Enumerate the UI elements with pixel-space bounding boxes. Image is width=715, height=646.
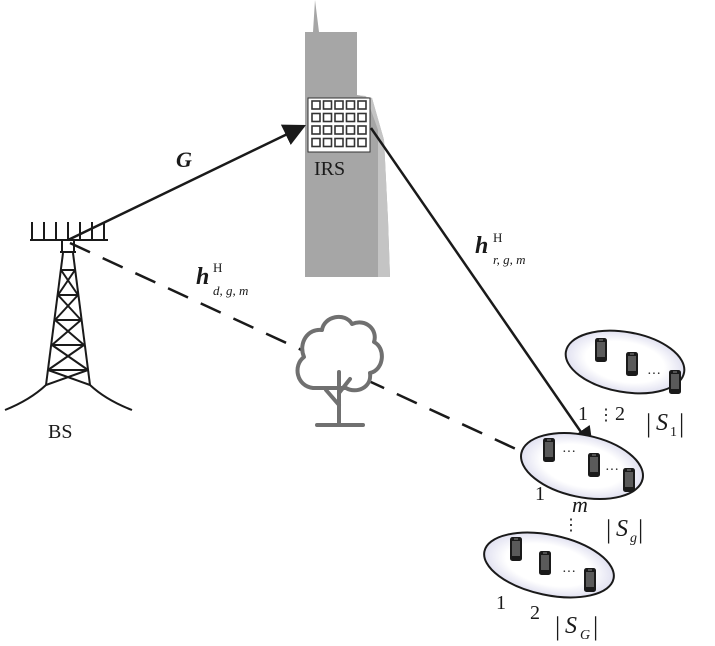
h-r-subscript: r, g, m bbox=[493, 252, 526, 267]
h-d-hermitian: H bbox=[213, 260, 222, 275]
phone-icon bbox=[584, 568, 596, 592]
irs-element bbox=[345, 125, 356, 135]
irs-element bbox=[322, 100, 333, 110]
user-m-label: m bbox=[572, 492, 588, 517]
svg-text:g: g bbox=[630, 531, 637, 546]
irs-element bbox=[357, 100, 367, 110]
irs-element bbox=[345, 100, 356, 110]
svg-text:G: G bbox=[580, 628, 590, 643]
channel-h-d-label: h H d, g, m bbox=[196, 260, 248, 298]
groupg-hdots-right: ··· bbox=[605, 463, 619, 478]
irs-element bbox=[345, 137, 356, 148]
building-icon bbox=[305, 0, 390, 277]
phone-icon bbox=[543, 438, 555, 462]
irs-element bbox=[357, 137, 367, 148]
irs-element bbox=[311, 137, 321, 148]
phone-icon bbox=[623, 468, 635, 492]
svg-text:|: | bbox=[679, 409, 684, 438]
svg-text:S: S bbox=[565, 613, 577, 639]
groupg-size-label: | S g | bbox=[606, 515, 643, 546]
link-h-r-arrow bbox=[369, 127, 594, 450]
irs-element bbox=[334, 112, 344, 123]
svg-text:|: | bbox=[606, 515, 611, 544]
irs-panel bbox=[307, 97, 371, 153]
irs-element bbox=[334, 100, 344, 110]
phone-icon bbox=[588, 453, 600, 477]
groups-vdots: ⋮ bbox=[563, 517, 579, 534]
channel-G-label: G bbox=[176, 147, 192, 172]
irs-element bbox=[357, 112, 367, 123]
irs-element bbox=[311, 112, 321, 123]
channel-h-r-label: h H r, g, m bbox=[475, 230, 526, 267]
irs-element-grid bbox=[311, 100, 367, 148]
irs-element bbox=[322, 125, 333, 135]
h-d-subscript: d, g, m bbox=[213, 283, 248, 298]
link-h-d-arrow bbox=[69, 241, 586, 482]
svg-text:|: | bbox=[646, 409, 651, 438]
group1-index-2: 2 bbox=[615, 403, 625, 425]
groupG-size-label: | S G | bbox=[555, 612, 598, 643]
h-d-symbol: h bbox=[196, 264, 209, 290]
irs-element bbox=[311, 125, 321, 135]
irs-element bbox=[345, 112, 356, 123]
phone-icon bbox=[510, 537, 522, 561]
h-r-symbol: h bbox=[475, 233, 488, 259]
irs-element bbox=[311, 100, 321, 110]
svg-text:|: | bbox=[555, 612, 560, 641]
bs-label: BS bbox=[48, 421, 72, 443]
groupG-hdots: ··· bbox=[562, 565, 576, 580]
groupg-index-1: 1 bbox=[535, 483, 545, 505]
user-group-G bbox=[483, 531, 615, 599]
groupG-index-1: 1 bbox=[496, 592, 506, 614]
phone-icon bbox=[595, 338, 607, 362]
tree-icon bbox=[295, 314, 384, 427]
phone-icon bbox=[626, 352, 638, 376]
groupG-index-2: 2 bbox=[530, 602, 540, 624]
irs-element bbox=[334, 125, 344, 135]
svg-text:S: S bbox=[656, 410, 668, 436]
link-G-arrow bbox=[67, 124, 307, 242]
svg-text:|: | bbox=[593, 612, 598, 641]
irs-element bbox=[334, 137, 344, 148]
group1-vdots: ⋮ bbox=[598, 407, 614, 424]
phone-icon bbox=[669, 370, 681, 394]
groupg-hdots-left: ··· bbox=[562, 445, 576, 460]
user-group-1 bbox=[564, 329, 686, 395]
group1-size-label: | S 1 | bbox=[646, 409, 684, 440]
group1-index-1: 1 bbox=[578, 403, 588, 425]
irs-element bbox=[322, 137, 333, 148]
bs-tower-icon bbox=[4, 222, 133, 411]
user-group-g bbox=[520, 432, 644, 500]
irs-element bbox=[322, 112, 333, 123]
svg-text:1: 1 bbox=[670, 425, 677, 440]
irs-label: IRS bbox=[314, 158, 345, 180]
group1-hdots: ··· bbox=[647, 367, 661, 382]
svg-text:S: S bbox=[616, 516, 628, 542]
irs-element bbox=[357, 125, 367, 135]
h-r-hermitian: H bbox=[493, 230, 502, 245]
phone-icon bbox=[539, 551, 551, 575]
svg-text:|: | bbox=[638, 515, 643, 544]
